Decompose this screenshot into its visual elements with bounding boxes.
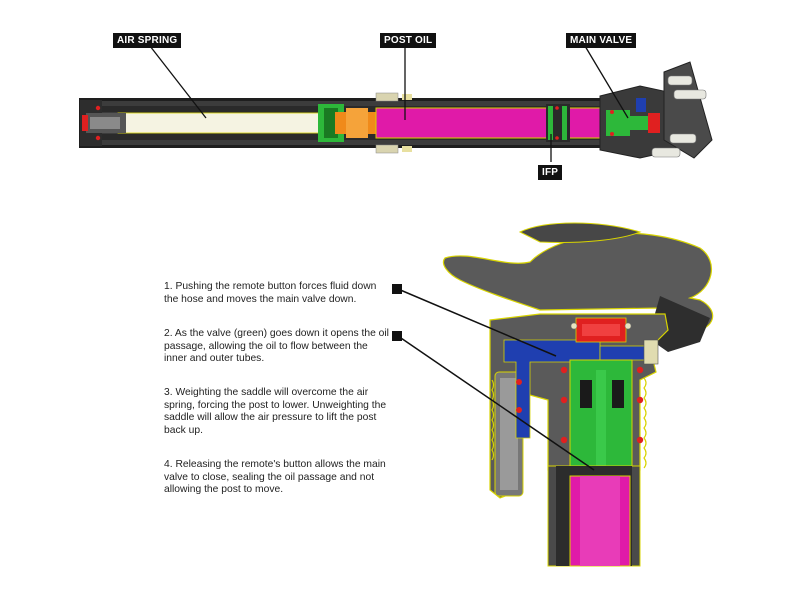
- label-post-oil: POST OIL: [380, 33, 437, 48]
- leader-step-1: [397, 288, 557, 357]
- step-3-text: 3. Weighting the saddle will overcome th…: [164, 387, 387, 436]
- label-main-valve: MAIN VALVE: [566, 33, 637, 48]
- saddle: [442, 232, 714, 333]
- bullet-step-2: [392, 331, 402, 341]
- air-spring-leader: [149, 45, 207, 119]
- label-ifp: IFP: [538, 165, 563, 180]
- head-cross-section: [392, 222, 714, 567]
- step-4-text: 4. Releasing the remote's button allows …: [164, 459, 386, 496]
- bullet-step-1: [392, 284, 402, 294]
- leader-step-2: [397, 335, 595, 471]
- step-1-text: 1. Pushing the remote button forces flui…: [164, 281, 377, 305]
- air-spring-chamber: [117, 112, 329, 134]
- main-valve-leader: [584, 45, 629, 119]
- step-2-text: 2. As the valve (green) goes down it ope…: [164, 328, 389, 365]
- post-oil: [375, 107, 607, 139]
- horizontal-cutaway: [79, 45, 713, 162]
- label-air-spring: AIR SPRING: [113, 33, 182, 48]
